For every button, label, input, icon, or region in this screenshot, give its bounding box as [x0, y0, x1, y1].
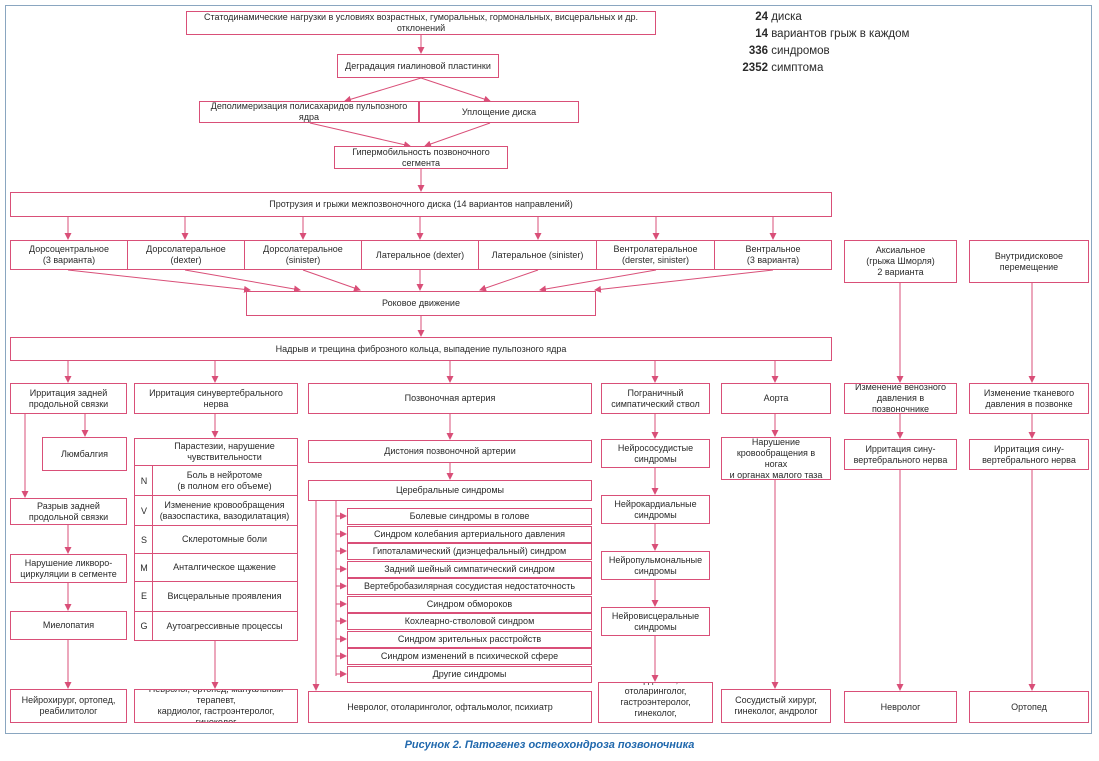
direction-box: Вентролатеральное (derster, sinister) — [596, 240, 715, 270]
tissue-pressure-box: Изменение тканевого давления в позвонке — [969, 383, 1089, 414]
intradiscal-box: Внутридисковое перемещение — [969, 240, 1089, 283]
compaction-box: Уплощение диска — [419, 101, 579, 123]
specialists-box: Невролог, ортопед, мануальный терапевт, … — [134, 689, 298, 723]
specialists-box: Ортопед — [969, 691, 1089, 723]
syndrome-item: Синдром зрительных расстройств — [347, 631, 592, 648]
syndrome-item: Другие синдромы — [347, 666, 592, 683]
direction-box: Латеральное (dexter) — [361, 240, 479, 270]
vertebral-artery-box: Позвоночная артерия — [308, 383, 592, 414]
specialists-box: Кардиолог, отоларинголог, гастроэнтероло… — [598, 682, 713, 723]
lumbalgia-box: Люмбалгия — [42, 437, 127, 471]
sinuvertebral-irritation-box: Ирритация синувертебрального нерва — [134, 383, 298, 414]
direction-box: Дорсоцентральное (3 варианта) — [10, 240, 128, 270]
symptom-letter: N — [140, 476, 148, 486]
stat-discs: 24 диска — [755, 11, 802, 23]
neurovascular-box: Нейрососудистые синдромы — [601, 439, 710, 468]
axial-box: Аксиальное (грыжа Шморля) 2 варианта — [844, 240, 957, 283]
protrusion-box: Протрузия и грыжи межпозвоночного диска … — [10, 192, 832, 217]
neurovisceral-box: Нейровисцеральные синдромы — [601, 607, 710, 636]
blood-circulation-box: Нарушение кровообращения в ногах и орган… — [721, 437, 831, 480]
nerve-irritation-box: Ирритация сину- вертебрального нерва — [969, 439, 1089, 470]
direction-box: Вентральное (3 варианта) — [714, 240, 832, 270]
liquor-box: Нарушение ликворо- циркуляции в сегменте — [10, 554, 127, 583]
specialists-box: Невролог — [844, 691, 957, 723]
symptom-letter: G — [140, 621, 148, 631]
rupture-box: Надрыв и трещина фиброзного кольца, выпа… — [10, 337, 832, 361]
specialists-box: Невролог, отоларинголог, офтальмолог, пс… — [308, 691, 592, 723]
symptom-item: Боль в нейротоме (в полном его объеме) — [134, 465, 298, 496]
symptom-letter: S — [140, 535, 147, 545]
cerebral-syndromes-box: Церебральные синдромы — [308, 480, 592, 501]
myelopathy-box: Миелопатия — [10, 611, 127, 640]
rock-movement-box: Роковое движение — [246, 291, 596, 316]
neurocardial-box: Нейрокардиальные синдромы — [601, 495, 710, 524]
symptom-letter: E — [140, 591, 147, 601]
symptom-item: Висцеральные проявления — [134, 581, 298, 612]
stat-symptoms: 2352 симптома — [742, 62, 824, 74]
letter-divider — [152, 466, 153, 641]
symptom-letter: M — [140, 563, 148, 573]
venous-pressure-box: Изменение венозного давления в позвоночн… — [844, 383, 957, 414]
degradation-box: Деградация гиалиновой пластинки — [337, 54, 499, 78]
syndrome-item: Болевые синдромы в голове — [347, 508, 592, 525]
direction-box: Дорсолатеральное (sinister) — [244, 240, 362, 270]
depolymerization-box: Деполимеризация полисахаридов пульпозног… — [199, 101, 419, 123]
syndrome-item: Вертебробазилярная сосудистая недостаточ… — [347, 578, 592, 595]
diagram-frame — [5, 5, 1092, 734]
ligament-rupture-box: Разрыв задней продольной связки — [10, 498, 127, 525]
aorta-box: Аорта — [721, 383, 831, 414]
ligament-irritation-box: Ирритация задней продольной связки — [10, 383, 127, 414]
artery-dystonia-box: Дистония позвоночной артерии — [308, 440, 592, 463]
syndrome-item: Синдром изменений в психической сфере — [347, 648, 592, 665]
sympathetic-trunk-box: Пограничный симпатический ствол — [601, 383, 710, 414]
direction-box: Латеральное (sinister) — [478, 240, 597, 270]
syndrome-item: Гипоталамический (диэнцефальный) синдром — [347, 543, 592, 560]
syndrome-item: Задний шейный симпатический синдром — [347, 561, 592, 578]
neuropulmonal-box: Нейропульмональные синдромы — [601, 551, 710, 580]
specialists-box: Нейрохирург, ортопед, реабилитолог — [10, 689, 127, 723]
loads-box: Статодинамические нагрузки в условиях во… — [186, 11, 656, 35]
direction-box: Дорсолатеральное (dexter) — [127, 240, 245, 270]
symptom-item: Анталгическое щажение — [134, 553, 298, 582]
specialists-box: Сосудистый хирург, гинеколог, андролог — [721, 689, 831, 723]
stat-syndromes: 336 синдромов — [748, 45, 830, 57]
nerve-irritation-box: Ирритация сину- вертебрального нерва — [844, 439, 957, 470]
symptom-item: Склеротомные боли — [134, 525, 298, 554]
hypermobility-box: Гипермобильность позвоночного сегмента — [334, 146, 508, 169]
symptom-item: Аутоагрессивные процессы — [134, 611, 298, 641]
symptom-letter: V — [140, 506, 147, 516]
symptom-item: Парастезии, нарушение чувствительности — [134, 438, 298, 466]
figure-caption: Рисунок 2. Патогенез остеохондроза позво… — [404, 739, 695, 751]
stat-variants: 14 вариантов грыж в каждом — [755, 28, 910, 40]
syndrome-item: Синдром колебания артериального давления — [347, 526, 592, 543]
symptom-item: Изменение кровообращения (вазоспастика, … — [134, 495, 298, 526]
syndrome-item: Кохлеарно-стволовой синдром — [347, 613, 592, 630]
syndrome-item: Синдром обмороков — [347, 596, 592, 613]
